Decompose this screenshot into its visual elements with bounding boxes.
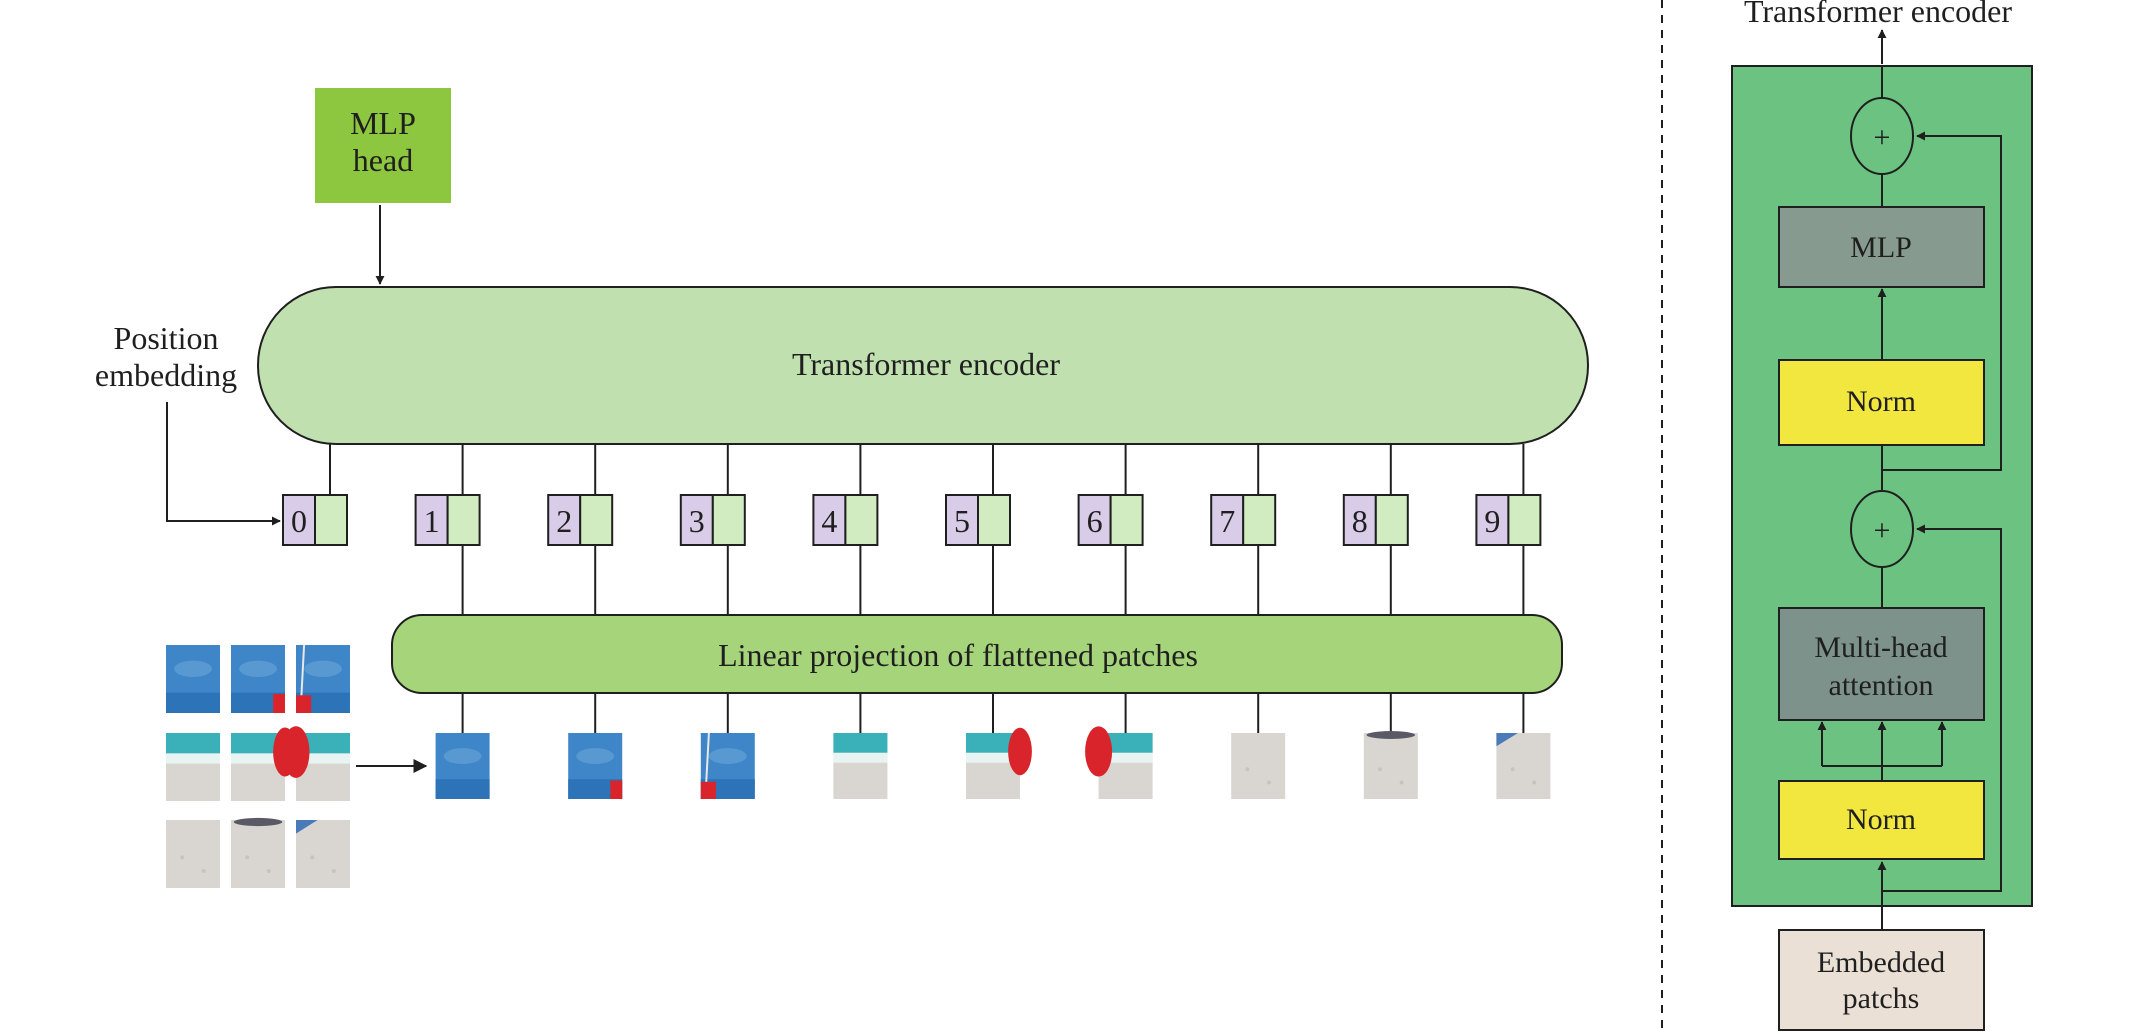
mlp-head-label-line2: head [353,142,413,178]
token-6-position-cell [1077,494,1112,546]
token-6: 6 [1077,444,1144,733]
residual-connection-2 [1882,131,2002,471]
source-tile-2 [231,645,285,713]
add-node-2: + [1850,97,1914,175]
token-3-position-cell [679,494,714,546]
token-5: 5 [945,444,1011,733]
token-8-embedding-cell [1374,494,1409,546]
token-7: 7 [1210,444,1277,733]
patch-row [435,726,1551,799]
mha-label-line1: Multi-head [1814,631,1947,664]
mlp-box: MLP [1778,206,1985,288]
residual-connection-1 [1882,524,2002,892]
token-2-embedding-cell [579,494,614,546]
token-9: 9 [1475,444,1542,733]
mha-label-line2: attention [1829,669,1934,702]
token-5-number: 5 [954,503,970,539]
token-1-embedding-cell [446,494,481,546]
token-7-position-cell [1210,494,1245,546]
source-tile-8 [231,817,285,888]
norm-bottom-box: Norm [1778,780,1985,860]
token-0-number: 0 [291,503,307,539]
embedded-patches-box: Embedded patchs [1778,929,1985,1031]
transformer-encoder-pill: Transformer encoder [257,286,1589,445]
norm-top-box: Norm [1778,359,1985,446]
mlp-head-box: MLP head [315,88,451,203]
token-4-embedding-cell [844,494,879,546]
token-2-position-cell [547,494,582,546]
norm-bottom-label: Norm [1846,803,1916,836]
mlp-label: MLP [1850,231,1912,264]
token-4-number: 4 [821,503,837,539]
token-1-number: 1 [424,503,440,539]
token-9-embedding-cell [1507,494,1542,546]
token-5-embedding-cell [977,494,1011,546]
position-embedding-arrow [166,402,281,526]
embedded-patches-label-line2: patchs [1843,982,1920,1015]
linear-projection-pill: Linear projection of flattened patches [391,614,1563,694]
patch-7 [1231,733,1286,799]
multi-head-attention-box: Multi-head attention [1778,607,1985,721]
source-tile-4 [166,733,220,801]
token-8-number: 8 [1352,503,1368,539]
source-tile-9 [296,820,350,888]
token-0-embedding-cell [314,494,348,546]
source-image-grid [166,644,350,888]
patch-2 [568,733,623,799]
token-8: 8 [1342,444,1409,733]
add-node-2-symbol: + [1874,121,1891,154]
token-5-position-cell [945,494,979,546]
token-7-embedding-cell [1242,494,1277,546]
token-6-embedding-cell [1109,494,1144,546]
add-node-1: + [1850,490,1914,568]
token-1: 1 [414,444,481,733]
token-6-number: 6 [1087,503,1103,539]
patch-5 [966,727,1032,799]
position-embedding-label-line2: embedding [95,357,237,393]
token-2: 2 [547,444,614,733]
token-row: 0 1 2 3 4 5 6 7 8 9 [282,444,1542,733]
token-3-embedding-cell [711,494,746,546]
add-node-1-symbol: + [1874,514,1891,547]
mlp-head-label-line1: MLP [350,105,416,141]
token-3: 3 [679,444,746,733]
token-0: 0 [282,444,348,546]
token-7-number: 7 [1219,503,1235,539]
patch-8 [1363,731,1418,799]
encoder-output-label: Transformer encoder [1744,0,2012,29]
token-8-position-cell [1342,494,1377,546]
patch-3 [700,732,755,799]
embedded-patches-label-line1: Embedded [1817,946,1945,979]
patch-9 [1496,733,1551,799]
token-0-position-cell [282,494,316,546]
source-tile-6 [282,726,350,801]
norm-top-label: Norm [1846,385,1916,418]
token-4: 4 [812,444,879,733]
source-tile-1 [166,645,220,713]
patch-4 [833,733,888,799]
source-tile-7 [166,820,220,888]
token-9-number: 9 [1484,503,1500,539]
linear-projection-label: Linear projection of flattened patches [718,637,1198,673]
token-2-number: 2 [556,503,572,539]
position-embedding-label-line1: Position [114,320,219,356]
source-tile-3 [296,644,350,713]
patch-1 [435,733,490,799]
patch-6 [1085,726,1153,799]
token-3-number: 3 [689,503,705,539]
transformer-encoder-label: Transformer encoder [792,346,1060,382]
